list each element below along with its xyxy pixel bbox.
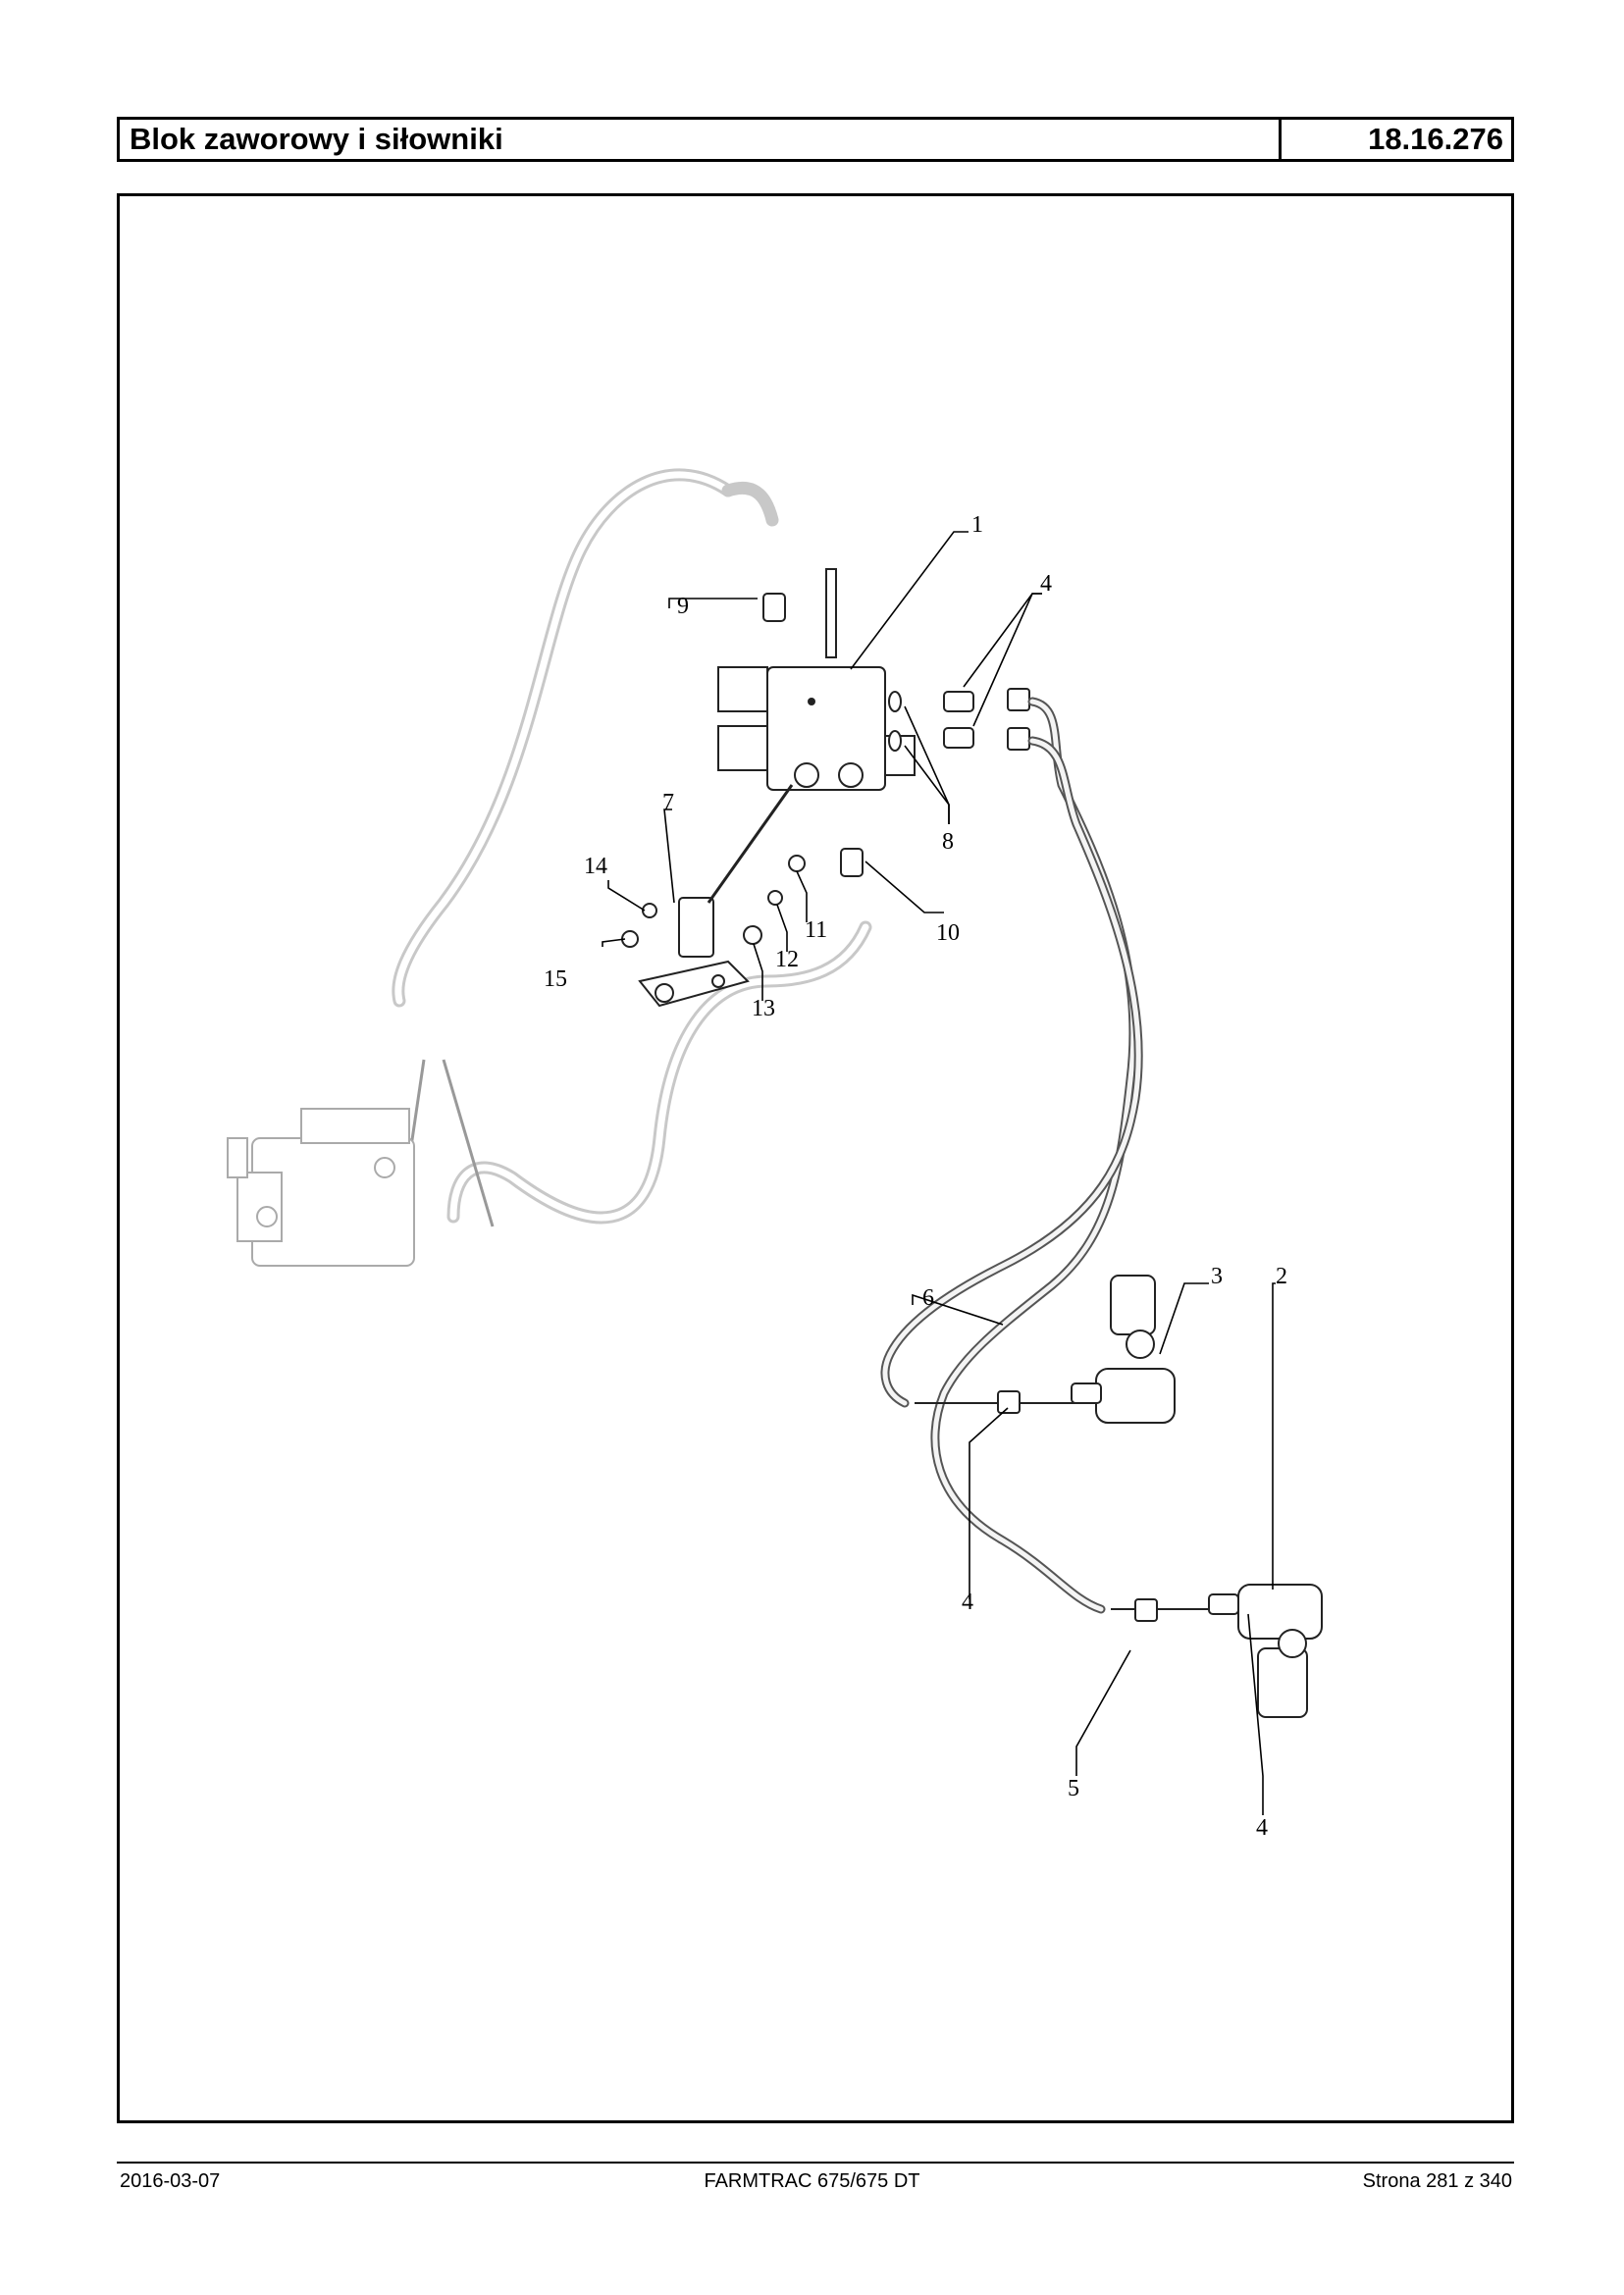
fittings <box>621 593 1030 948</box>
callout-3: 3 <box>1211 1264 1223 1289</box>
callout-7: 7 <box>662 790 674 815</box>
callout-10: 10 <box>936 920 960 946</box>
callout-4-middle: 4 <box>962 1590 973 1615</box>
brake-lines <box>880 697 1248 1614</box>
hydraulic-tank <box>227 1108 415 1267</box>
callout-6: 6 <box>922 1285 934 1311</box>
callout-numbers: 1 2 3 4 4 4 5 6 7 8 9 10 11 12 13 14 15 <box>544 512 1287 1841</box>
cylinder-2 <box>1134 1584 1323 1718</box>
page-header: Blok zaworowy i siłowniki 18.16.276 <box>117 117 1514 162</box>
footer-date: 2016-03-07 <box>120 2170 221 2192</box>
callout-9: 9 <box>677 594 689 619</box>
footer-model: FARMTRAC 675/675 DT <box>704 2170 920 2192</box>
callout-2: 2 <box>1276 1264 1287 1289</box>
callout-5: 5 <box>1068 1776 1079 1801</box>
callout-13: 13 <box>752 996 775 1021</box>
valve-block <box>717 568 916 791</box>
leader-lines <box>602 531 1276 1815</box>
callout-4-bottom: 4 <box>1256 1815 1268 1841</box>
callout-12: 12 <box>775 947 799 972</box>
callout-4-top: 4 <box>1040 571 1052 597</box>
callout-11: 11 <box>805 917 827 943</box>
callout-1: 1 <box>971 512 983 538</box>
callout-15: 15 <box>544 966 567 992</box>
footer-page-number: Strona 281 z 340 <box>1362 2170 1512 2192</box>
section-code: 18.16.276 <box>1368 122 1503 156</box>
mounting-bracket <box>638 784 794 1008</box>
diagram-frame: 1 2 3 4 4 4 5 6 7 8 9 10 11 12 13 14 15 <box>117 193 1514 2123</box>
page-title: Blok zaworowy i siłowniki <box>120 120 1282 159</box>
callout-14: 14 <box>584 854 607 879</box>
cylinder-3 <box>997 1275 1176 1424</box>
grey-hoses <box>392 468 872 1227</box>
footer-divider <box>117 2162 1514 2164</box>
callout-8: 8 <box>942 829 954 855</box>
exploded-parts-diagram: 1 2 3 4 4 4 5 6 7 8 9 10 11 12 13 14 15 <box>227 468 1323 1841</box>
